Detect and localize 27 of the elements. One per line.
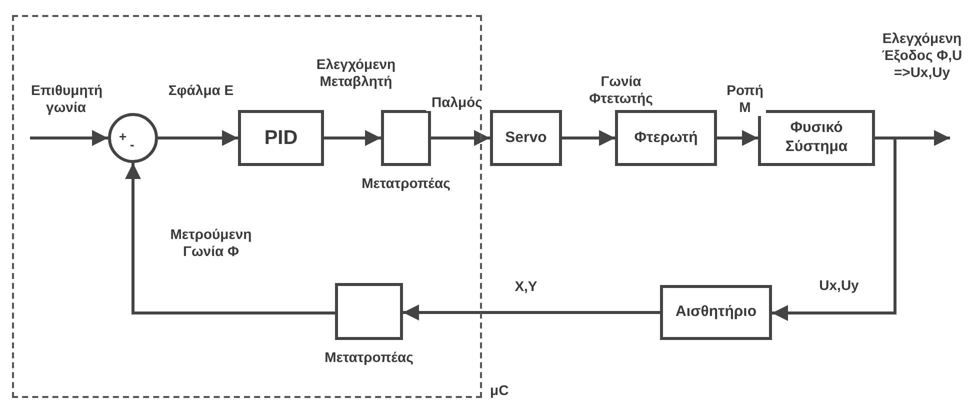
process-box — [660, 285, 772, 340]
summing-junction — [108, 113, 158, 163]
block-label: Φτερωτή — [634, 128, 698, 148]
process-box — [758, 110, 875, 166]
process-box — [238, 110, 324, 166]
block-label: Αισθητήριο — [676, 303, 756, 322]
arrow — [158, 130, 238, 146]
arrow — [125, 163, 335, 314]
process-box — [490, 110, 562, 166]
block-label: Servo — [505, 128, 547, 148]
block-label: PID — [264, 126, 298, 150]
block-label: Φυσικό Σύστημα — [784, 119, 849, 157]
sign-label: - — [130, 137, 134, 154]
block-caption: Μετατροπέας — [324, 349, 414, 366]
process-box — [615, 110, 717, 166]
arrow — [403, 304, 660, 320]
arrow — [717, 130, 758, 146]
region-label: μC — [490, 382, 509, 400]
arrow — [324, 130, 381, 146]
sign-label: + — [119, 129, 127, 146]
arrow — [431, 130, 490, 146]
arrow — [30, 130, 108, 146]
edge-label: Επιθυμητή γωνία — [30, 82, 102, 116]
arrow — [772, 138, 896, 321]
arrow — [875, 130, 950, 146]
block-caption: Μετατροπέας — [362, 175, 450, 192]
arrow — [562, 130, 615, 146]
